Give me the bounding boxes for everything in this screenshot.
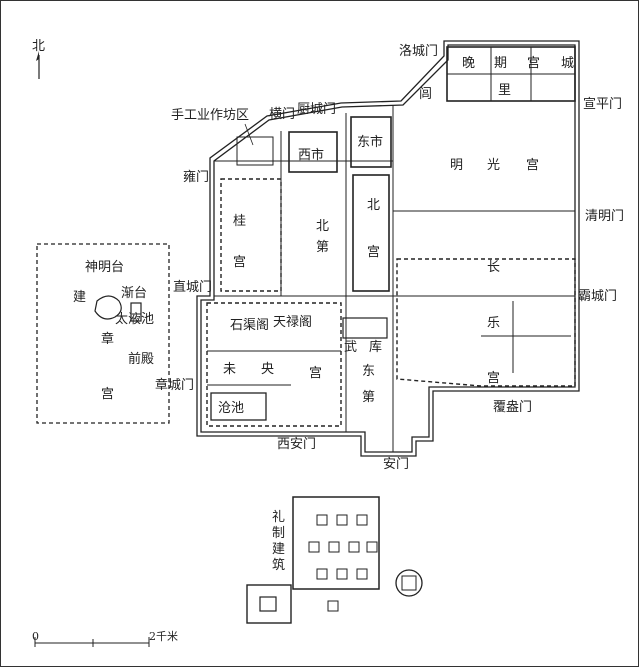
scale-start-label: 0 bbox=[32, 630, 39, 643]
arsenal-block bbox=[342, 317, 388, 339]
jianzhang-char-2: 章 bbox=[101, 331, 114, 347]
west-market-block bbox=[288, 131, 338, 173]
beidi-char-2: 第 bbox=[316, 240, 329, 255]
mingguang-char-1: 明 bbox=[450, 158, 463, 173]
shenming-label: 神明台 bbox=[85, 260, 124, 275]
beigong-block bbox=[352, 174, 390, 292]
dongdi-char-1: 东 bbox=[362, 364, 375, 379]
jiantai-label: 渐台 bbox=[121, 286, 147, 301]
scale-end-label: 2千米 bbox=[149, 630, 178, 643]
gate-heng: 横门 bbox=[269, 107, 295, 122]
late-palace-city bbox=[446, 46, 576, 102]
lvli-char-1: 闾 bbox=[419, 87, 432, 102]
wanqi-char-3: 宫 bbox=[527, 56, 540, 71]
gate-zhangcheng: 章城门 bbox=[155, 377, 194, 393]
taiye-label: 太液池 bbox=[115, 312, 154, 327]
jianzhang-char-1: 建 bbox=[73, 290, 86, 305]
gui-palace-block bbox=[220, 178, 282, 292]
gate-luocheng: 洛城门 bbox=[399, 44, 438, 59]
ritual-buildings-block bbox=[292, 496, 380, 590]
gate-xuanping: 宣平门 bbox=[583, 96, 622, 112]
gate-chucheng: 厨城门 bbox=[297, 102, 336, 117]
jianzhang-char-3: 宫 bbox=[101, 387, 114, 402]
cangchi-pond bbox=[210, 392, 267, 421]
gui-char-2: 宫 bbox=[233, 255, 246, 270]
ritual-site-west bbox=[246, 584, 292, 624]
workshop-block bbox=[236, 136, 274, 166]
changle-palace-block bbox=[396, 258, 576, 387]
west-market-label: 西市 bbox=[298, 147, 324, 163]
qiandian-label: 前殿 bbox=[128, 351, 154, 367]
qiandian-block bbox=[130, 302, 142, 322]
mingguang-char-2: 光 bbox=[487, 158, 500, 173]
north-label: 北 bbox=[32, 39, 45, 54]
wuku-char-2: 库 bbox=[369, 339, 382, 355]
gate-yong: 雍门 bbox=[183, 169, 209, 185]
gate-zhicheng: 直城门 bbox=[173, 280, 212, 295]
wanqi-char-4: 城 bbox=[561, 56, 574, 71]
tianlu-label: 天禄阁 bbox=[273, 315, 312, 330]
gate-bacheng: 霸城门 bbox=[578, 289, 617, 304]
dongdi-char-2: 第 bbox=[362, 390, 375, 405]
mingguang-char-3: 宫 bbox=[526, 158, 539, 173]
wanqi-char-1: 晚 bbox=[462, 56, 475, 71]
gui-char-1: 桂 bbox=[233, 214, 246, 229]
beidi-char-1: 北 bbox=[316, 219, 329, 234]
gate-qingming: 清明门 bbox=[585, 209, 624, 224]
wanqi-char-2: 期 bbox=[494, 56, 507, 71]
gate-xian: 西安门 bbox=[277, 437, 316, 452]
weiyang-char-2: 央 bbox=[261, 362, 274, 377]
beigong-char-1: 北 bbox=[367, 198, 380, 213]
east-market-label: 东市 bbox=[357, 134, 383, 150]
lizhi-char-1: 礼 bbox=[272, 509, 285, 525]
lizhi-char-2: 制 bbox=[272, 526, 285, 541]
shiqu-label: 石渠阁 bbox=[230, 318, 269, 333]
lizhi-char-4: 筑 bbox=[272, 557, 285, 573]
lizhi-char-3: 建 bbox=[272, 542, 285, 557]
gate-fuang: 覆盎门 bbox=[493, 400, 532, 415]
north-arrow-icon bbox=[36, 51, 40, 79]
east-market-block bbox=[350, 116, 392, 168]
lvli-char-2: 里 bbox=[498, 83, 511, 98]
wuku-char-1: 武 bbox=[344, 340, 357, 355]
jianzhang-palace-block bbox=[36, 243, 170, 424]
workshop-label: 手工业作坊区 bbox=[171, 108, 249, 123]
taiye-pond-outline bbox=[94, 295, 122, 320]
biyong-site bbox=[395, 569, 423, 597]
weiyang-char-1: 未 bbox=[223, 362, 236, 377]
changle-char-2: 乐 bbox=[487, 316, 500, 331]
city-wall bbox=[196, 40, 580, 457]
cangchi-label: 沧池 bbox=[218, 400, 244, 416]
beigong-char-2: 宫 bbox=[367, 245, 380, 260]
weiyang-palace-block bbox=[206, 302, 342, 427]
gate-an: 安门 bbox=[383, 457, 409, 472]
changle-char-1: 长 bbox=[487, 260, 500, 275]
ritual-building-cells bbox=[308, 514, 378, 580]
weiyang-char-3: 宫 bbox=[309, 366, 322, 381]
changle-char-3: 宫 bbox=[487, 371, 500, 386]
scale-bar bbox=[34, 637, 150, 647]
